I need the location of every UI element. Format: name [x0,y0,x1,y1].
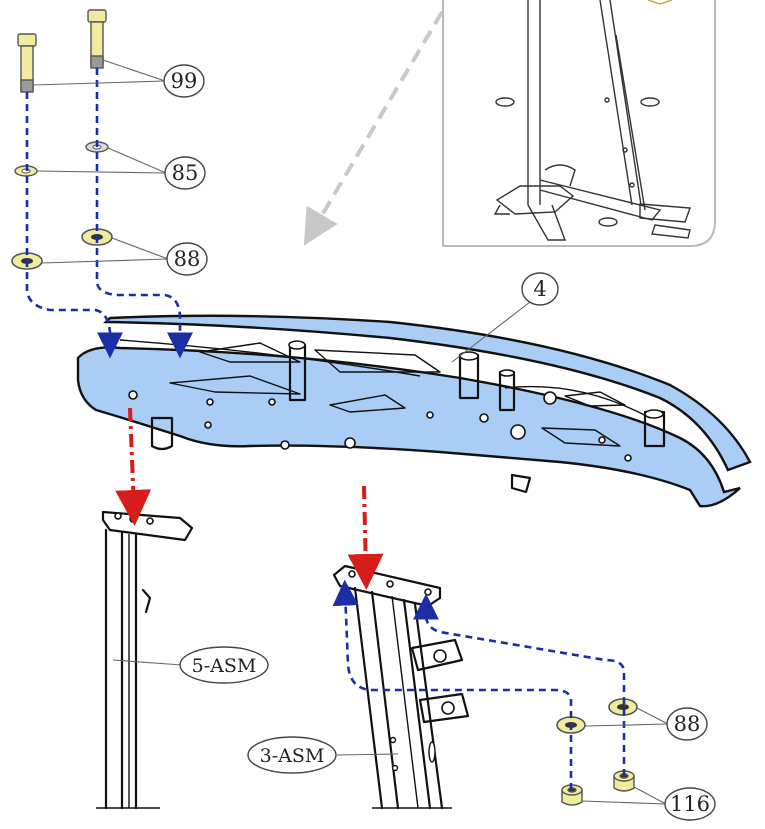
upright-5asm [96,510,194,810]
bolts-99 [17,9,107,93]
bolt-paths-blue [25,68,626,790]
callout-3asm-label: 3-ASM [260,745,325,767]
callout-88-bottom: 88 [666,707,708,741]
callout-116: 116 [664,787,716,821]
bolt-right [87,9,107,69]
callout-116-label: 116 [670,792,710,816]
callout-99: 99 [163,64,205,98]
inset-frame [442,0,716,247]
callout-3asm: 3-ASM [247,736,337,774]
callout-88-bottom-label: 88 [674,712,701,736]
upright-3asm [332,564,470,810]
callout-4: 4 [521,272,559,306]
callout-5asm-label: 5-ASM [192,655,257,677]
bolt-left [17,33,37,93]
main-frame-part [76,314,752,508]
overview-inset [442,0,716,247]
mount-paths-red [115,407,384,590]
callout-85: 85 [164,156,206,190]
frame-holes [128,390,632,462]
callout-4-label: 4 [533,277,546,301]
frame-back-plate [103,314,752,472]
callout-5asm: 5-ASM [179,646,269,684]
frame-front-plate [76,346,741,508]
callout-85-label: 85 [172,161,199,185]
callout-99-label: 99 [171,69,198,93]
inset-machine-drawing [493,0,691,241]
upright-5asm-plate [101,510,194,542]
callout-88-top-label: 88 [174,247,201,271]
washers-88-bottom [556,698,638,734]
callout-88-top: 88 [166,242,208,276]
nuts-116 [561,770,635,806]
leader-lines [32,59,669,805]
inset-pointer-arrow [303,10,444,246]
